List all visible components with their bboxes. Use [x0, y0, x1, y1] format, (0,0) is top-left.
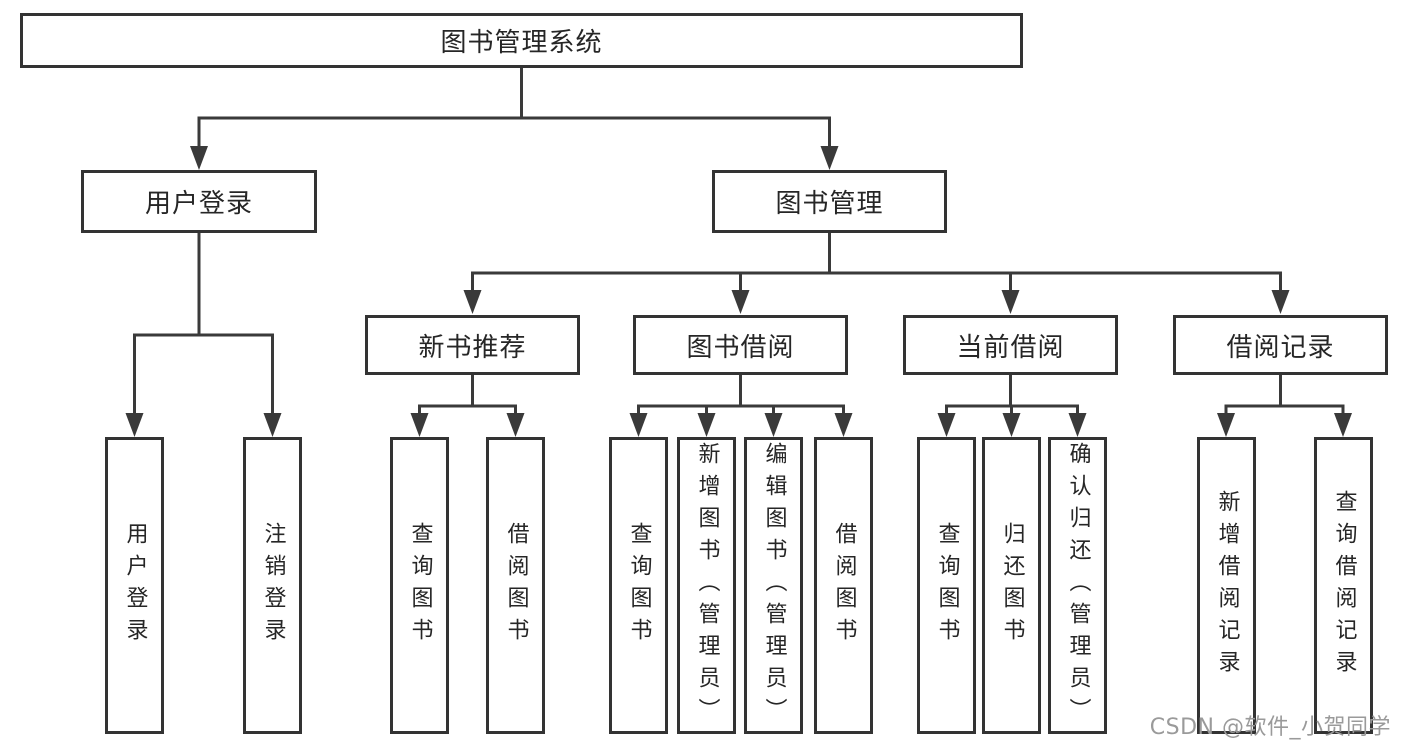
node-borrow-record: 借阅记录: [1173, 315, 1388, 375]
node-current-borrow-label: 当前借阅: [956, 332, 1065, 363]
leaf-borrow-query: 查询图书: [609, 437, 668, 734]
leaf-newbook-query: 查询图书: [390, 437, 449, 734]
node-new-book-recommend: 新书推荐: [365, 315, 580, 375]
arrowheads: [125, 146, 1352, 437]
node-book-management: 图书管理: [712, 170, 947, 233]
node-root: 图书管理系统: [20, 13, 1023, 68]
leaf-record-add-label: 新增借阅记录: [1214, 489, 1240, 682]
leaf-current-confirm: 确认归还（管理员）: [1048, 437, 1107, 734]
node-book-management-label: 图书管理: [775, 189, 884, 219]
leaf-current-query: 查询图书: [917, 437, 976, 734]
leaf-borrow-edit: 编辑图书（管理员）: [744, 437, 803, 734]
connector-book-borrow: [637, 375, 845, 419]
node-borrow-record-label: 借阅记录: [1226, 332, 1335, 363]
node-book-borrow: 图书借阅: [633, 315, 848, 375]
leaf-user-login-label: 用户登录: [122, 521, 148, 650]
leaf-record-query-label: 查询借阅记录: [1331, 489, 1357, 682]
node-current-borrow: 当前借阅: [903, 315, 1118, 375]
leaf-borrow-add-label: 新增图书（管理员）: [694, 441, 720, 730]
connector-borrow-record: [1224, 375, 1345, 419]
connector-book-management: [471, 233, 1282, 296]
leaf-newbook-borrow: 借阅图书: [486, 437, 545, 734]
leaf-logout: 注销登录: [243, 437, 302, 734]
connector-user-login: [133, 233, 274, 419]
node-user-login: 用户登录: [81, 170, 317, 233]
leaf-current-confirm-label: 确认归还（管理员）: [1065, 441, 1091, 730]
leaf-borrow-borrow-label: 借阅图书: [831, 521, 857, 650]
leaf-borrow-query-label: 查询图书: [626, 521, 652, 650]
connector-new-book: [418, 375, 517, 419]
leaf-logout-label: 注销登录: [260, 521, 286, 650]
watermark: CSDN @软件_小贺同学: [1149, 715, 1391, 740]
leaf-borrow-edit-label: 编辑图书（管理员）: [761, 441, 787, 730]
connector-current-borrow: [945, 375, 1079, 419]
leaf-user-login: 用户登录: [105, 437, 164, 734]
node-new-book-recommend-label: 新书推荐: [418, 332, 527, 363]
leaf-record-query: 查询借阅记录: [1314, 437, 1373, 734]
leaf-borrow-borrow: 借阅图书: [814, 437, 873, 734]
leaf-current-query-label: 查询图书: [934, 521, 960, 650]
node-book-borrow-label: 图书借阅: [686, 332, 795, 363]
leaf-borrow-add: 新增图书（管理员）: [677, 437, 736, 734]
leaf-newbook-borrow-label: 借阅图书: [503, 521, 529, 650]
leaf-record-add: 新增借阅记录: [1197, 437, 1256, 734]
leaf-newbook-query-label: 查询图书: [407, 521, 433, 650]
node-user-login-label: 用户登录: [144, 189, 253, 219]
connector-root: [197, 68, 831, 152]
leaf-current-return-label: 归还图书: [999, 521, 1025, 650]
node-root-label: 图书管理系统: [440, 28, 603, 58]
leaf-current-return: 归还图书: [982, 437, 1041, 734]
